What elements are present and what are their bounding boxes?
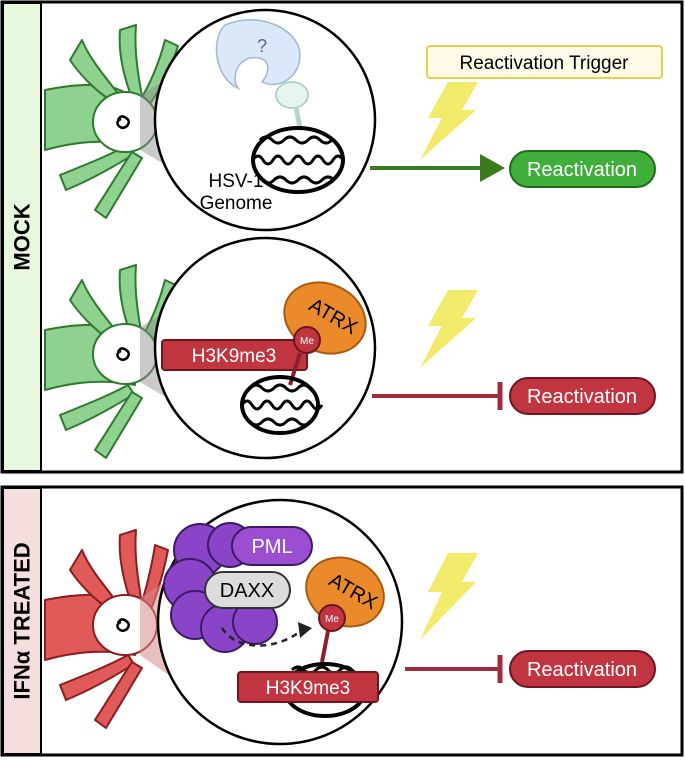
lightning-bolt-icon — [420, 82, 478, 160]
h3k9me3-label: H3K9me3 — [192, 346, 277, 367]
methyl-label: Me — [300, 336, 314, 347]
outcome-pill-row3 — [509, 650, 656, 688]
h3k9me3-label: H3K9me3 — [266, 678, 351, 699]
mock-label-bar — [2, 2, 42, 472]
daxx-label: DAXX — [220, 580, 274, 602]
tether-line — [293, 106, 303, 129]
genome-label-line2: Genome — [200, 193, 273, 214]
recruitment-arrow-head — [298, 622, 312, 638]
pml-nuclear-body — [163, 522, 278, 653]
methyl-tether — [320, 630, 330, 663]
unknown-protein-small — [275, 81, 309, 109]
zoom-circle-row1: ? HSV-1 Genome — [153, 8, 377, 232]
methyl-mark — [293, 326, 321, 354]
recruitment-dotted-arrow — [220, 627, 303, 647]
pml-label: PML — [251, 536, 292, 558]
genome-dot-icon — [116, 347, 130, 361]
h3k9me3-tag — [161, 339, 308, 371]
methyl-mark — [318, 604, 346, 632]
h3k9me3-tag — [237, 671, 379, 703]
outcome-pill-row1 — [509, 150, 656, 188]
mock-panel-label: MOCK — [10, 203, 35, 270]
trigger-label-box — [426, 45, 663, 79]
methyl-label: Me — [325, 614, 339, 625]
zoom-circle-row3: PML DAXX ATRX Me H3K9me3 — [156, 498, 404, 746]
hsv1-genome-coil — [240, 375, 324, 435]
pml-protein — [231, 526, 313, 566]
ifn-panel-label: IFNα TREATED — [10, 542, 35, 699]
daxx-protein — [204, 571, 291, 609]
outcome-label-row1: Reactivation — [527, 159, 637, 181]
outcome-pill-row2 — [509, 377, 656, 415]
trigger-label: Reactivation Trigger — [460, 53, 630, 74]
genome-label-line1: HSV-1 — [209, 171, 264, 192]
neuron-mock-top — [44, 24, 200, 219]
outcome-label-row3: Reactivation — [527, 659, 637, 681]
ifn-label-bar — [2, 487, 42, 755]
lightning-bolt-icon — [420, 553, 478, 640]
zoom-circle-row2: ATRX H3K9me3 Me — [153, 236, 377, 460]
unknown-protein-shape — [215, 19, 301, 90]
genome-dot-icon — [116, 115, 130, 129]
outcome-label-row2: Reactivation — [527, 386, 637, 408]
lightning-bolt-icon — [420, 290, 478, 368]
hsv1-genome-coil — [251, 126, 345, 194]
activation-arrow-head — [480, 154, 505, 182]
unknown-question-mark: ? — [257, 36, 267, 56]
genome-dot-icon — [116, 618, 130, 632]
